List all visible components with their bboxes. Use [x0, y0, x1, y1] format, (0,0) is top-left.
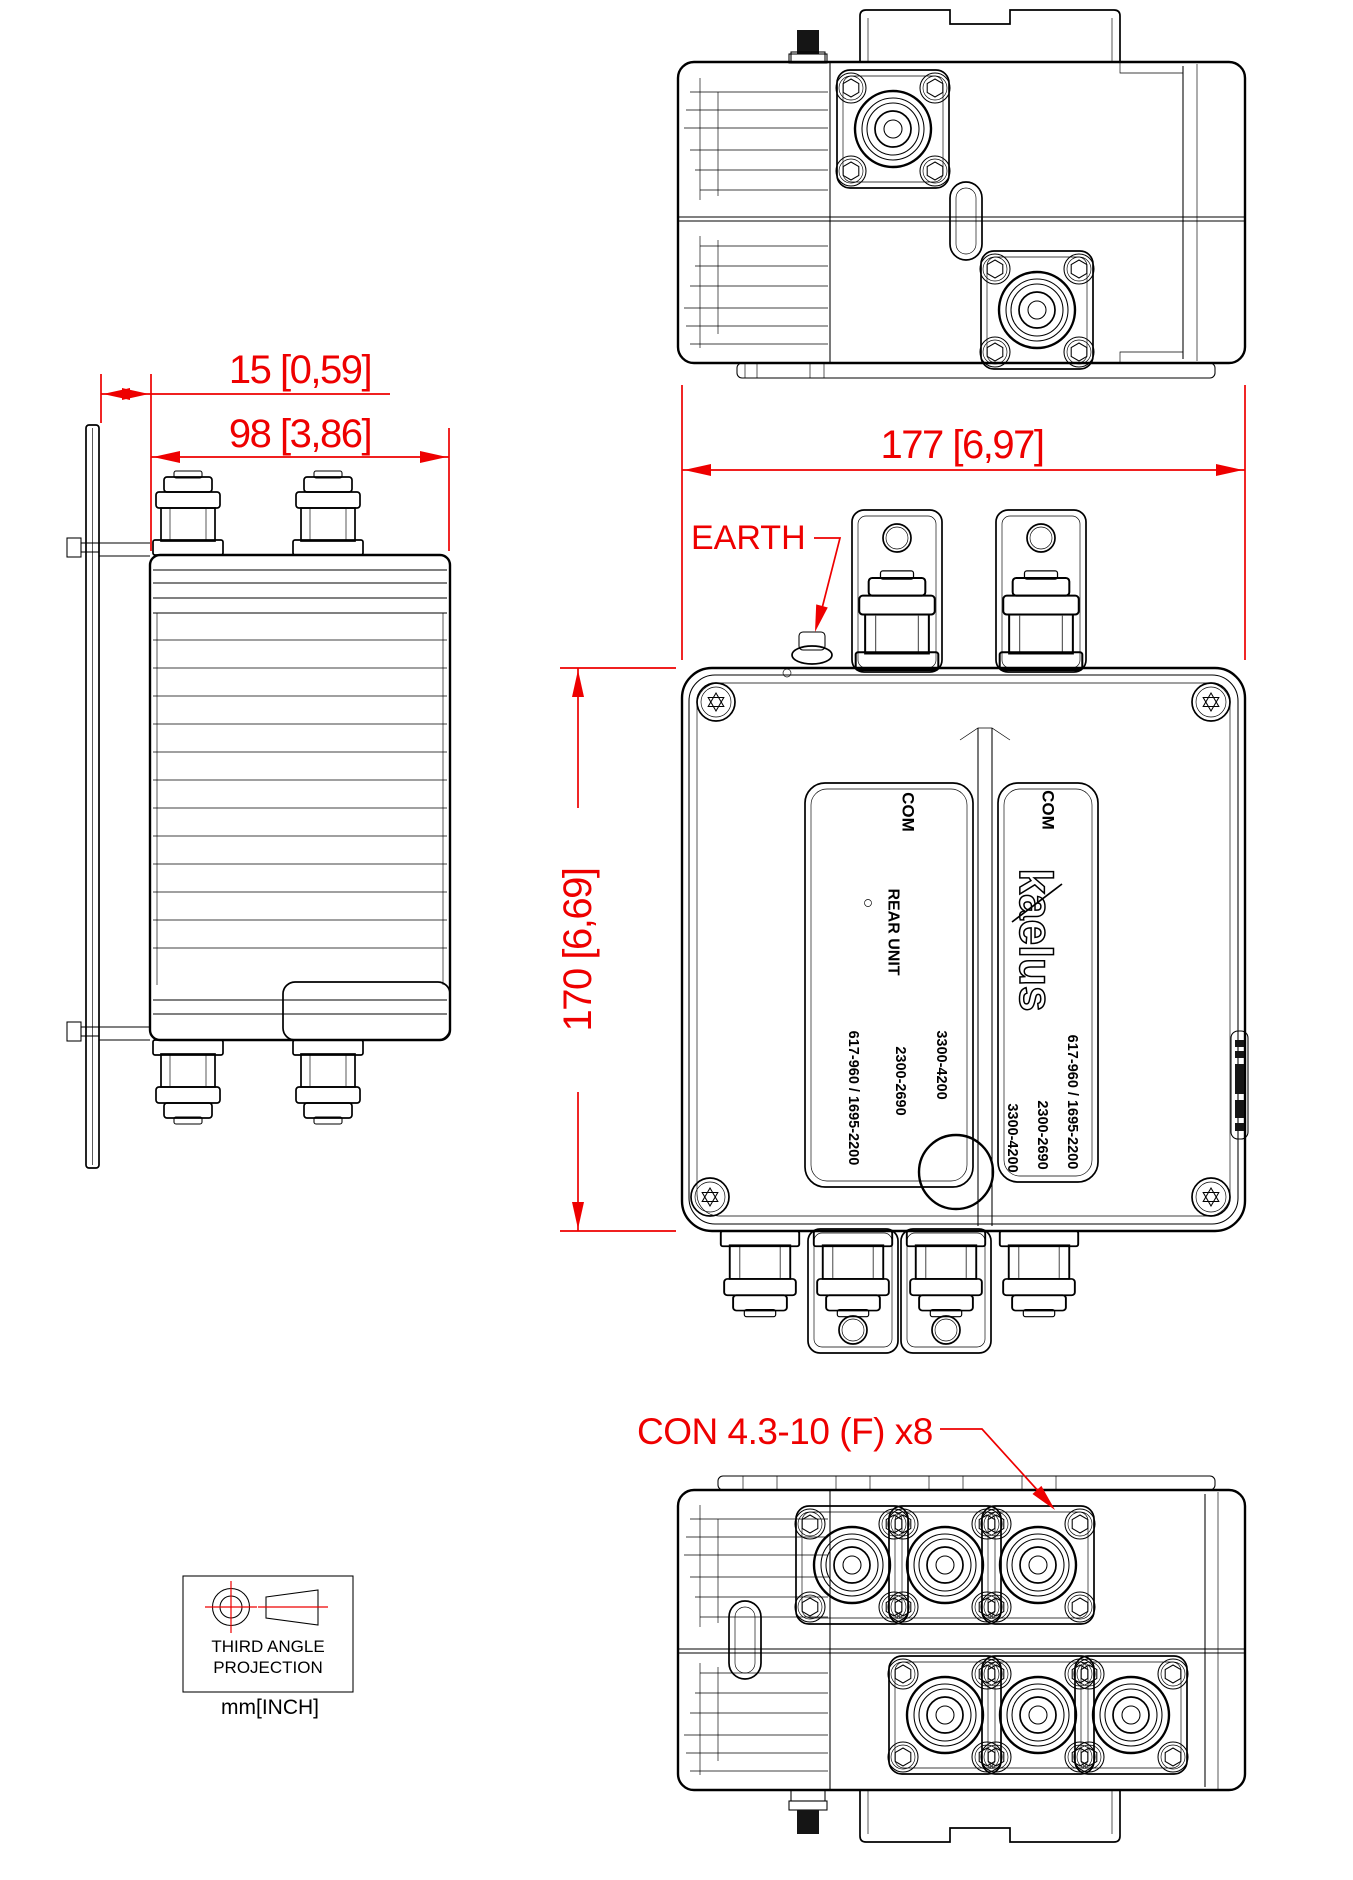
kaelus-logo-slash — [1011, 883, 1063, 923]
connector-stub — [854, 569, 940, 672]
left-band-2: 2300-2690 — [892, 1046, 908, 1115]
flange-connector — [795, 1506, 909, 1624]
bottom-view-top-strip — [717, 1475, 1216, 1491]
top-view-ribbed-cap — [684, 63, 831, 362]
connector-stub — [998, 1230, 1080, 1318]
connector-stub — [292, 1039, 364, 1125]
side-view-bracket — [66, 424, 150, 1169]
projection-label-line1: THIRD ANGLE — [211, 1637, 324, 1656]
right-band-1: 3300-4200 — [1004, 1103, 1020, 1172]
front-view: COM REAR UNIT 617-960 / 1695-2200 2300-2… — [680, 509, 1249, 1354]
dim-15-label: 15 [0,59] — [229, 348, 371, 392]
flange-connector — [836, 70, 950, 188]
pilot-hole — [864, 899, 872, 907]
torx-screw — [696, 682, 736, 722]
flange-connector — [981, 1656, 1095, 1774]
con-callout-label: CON 4.3-10 (F) x8 — [637, 1411, 933, 1452]
top-view — [676, 9, 1247, 379]
top-view-right-cap — [1119, 62, 1198, 363]
connector-stub — [292, 470, 364, 556]
connector-stub — [152, 1039, 224, 1125]
bottom-view-earth-stud — [788, 1789, 828, 1834]
left-label-panel: COM REAR UNIT 617-960 / 1695-2200 2300-2… — [804, 782, 974, 1188]
earth-callout: EARTH — [691, 519, 842, 634]
connector-stub — [152, 470, 224, 556]
dimension-170: 170 [6,69] — [556, 667, 676, 1232]
bottom-view-parting-line — [678, 1648, 1245, 1654]
bottom-view-ribbed-cap — [684, 1491, 831, 1789]
projection-symbol-box: THIRD ANGLE PROJECTION mm[INCH] — [182, 1575, 354, 1719]
right-com-label: COM — [1039, 790, 1058, 830]
mounting-tab — [900, 1228, 992, 1354]
side-view — [66, 424, 452, 1169]
connector-stub — [812, 1230, 894, 1318]
side-sticker-label — [1230, 1030, 1249, 1140]
top-view-bracket-plate — [859, 9, 1121, 62]
earth-callout-label: EARTH — [691, 519, 806, 557]
right-band-2: 2300-2690 — [1034, 1100, 1050, 1169]
bottom-view-bracket-plate — [859, 1790, 1121, 1843]
flange-connector — [981, 1506, 1095, 1624]
torx-screw — [1191, 682, 1231, 722]
oval-slot — [728, 1600, 762, 1680]
dim-98-label: 98 [3,86] — [229, 412, 371, 456]
left-band-1: 617-960 / 1695-2200 — [845, 1031, 861, 1166]
projection-box-frame — [182, 1575, 354, 1693]
mounting-tab — [807, 1228, 899, 1354]
label-divider — [959, 727, 1011, 1226]
bottom-view-right-cap — [1204, 1492, 1219, 1789]
right-band-3: 617-960 / 1695-2200 — [1064, 1035, 1080, 1170]
front-earth-stud — [782, 631, 833, 678]
left-band-3: 3300-4200 — [933, 1030, 949, 1099]
dimension-98: 98 [3,86] — [151, 412, 450, 551]
connector-stub — [905, 1230, 987, 1318]
torx-screw — [690, 1177, 730, 1217]
bracket-screw — [66, 1021, 100, 1042]
dimension-15: 15 [0,59] — [100, 348, 390, 551]
right-label-panel: COM kaelus 3300-4200 2300-2690 617-960 /… — [997, 782, 1099, 1183]
connector-stub — [998, 569, 1084, 672]
side-view-foot — [282, 981, 451, 1041]
top-view-earth-stud — [788, 30, 828, 64]
flange-connector — [888, 1656, 1002, 1774]
top-view-parting-line — [678, 216, 1245, 222]
circular-recess — [917, 1133, 995, 1211]
bottom-view — [676, 1475, 1247, 1843]
dim-170-label: 170 [6,69] — [556, 869, 600, 1032]
rear-unit-label: REAR UNIT — [885, 888, 902, 975]
front-view-inner-wall2 — [696, 682, 1231, 1217]
bottom-view-body — [676, 1488, 1247, 1792]
left-com-label: COM — [899, 792, 918, 832]
front-view-inner-wall — [688, 674, 1239, 1225]
con-callout: CON 4.3-10 (F) x8 — [637, 1411, 1060, 1515]
flange-connector — [888, 1506, 1002, 1624]
side-view-body — [148, 553, 452, 1042]
front-view-body — [680, 666, 1247, 1233]
connector-stub — [719, 1230, 801, 1318]
units-label: mm[INCH] — [221, 1696, 319, 1719]
bracket-screw — [66, 537, 100, 558]
kaelus-logo: kaelus — [1010, 868, 1062, 1011]
projection-label-line2: PROJECTION — [213, 1658, 323, 1677]
dimension-177: 177 [6,97] — [681, 385, 1246, 660]
flange-connector — [1074, 1656, 1188, 1774]
side-view-ribs — [153, 569, 447, 1015]
torx-screw — [1191, 1177, 1231, 1217]
projection-circle-symbol — [205, 1581, 257, 1633]
flange-connector — [980, 251, 1094, 369]
projection-cone-symbol — [258, 1589, 328, 1626]
top-view-body — [676, 60, 1247, 365]
top-view-bottom-strip — [736, 362, 1216, 379]
dim-177-label: 177 [6,97] — [881, 423, 1044, 467]
